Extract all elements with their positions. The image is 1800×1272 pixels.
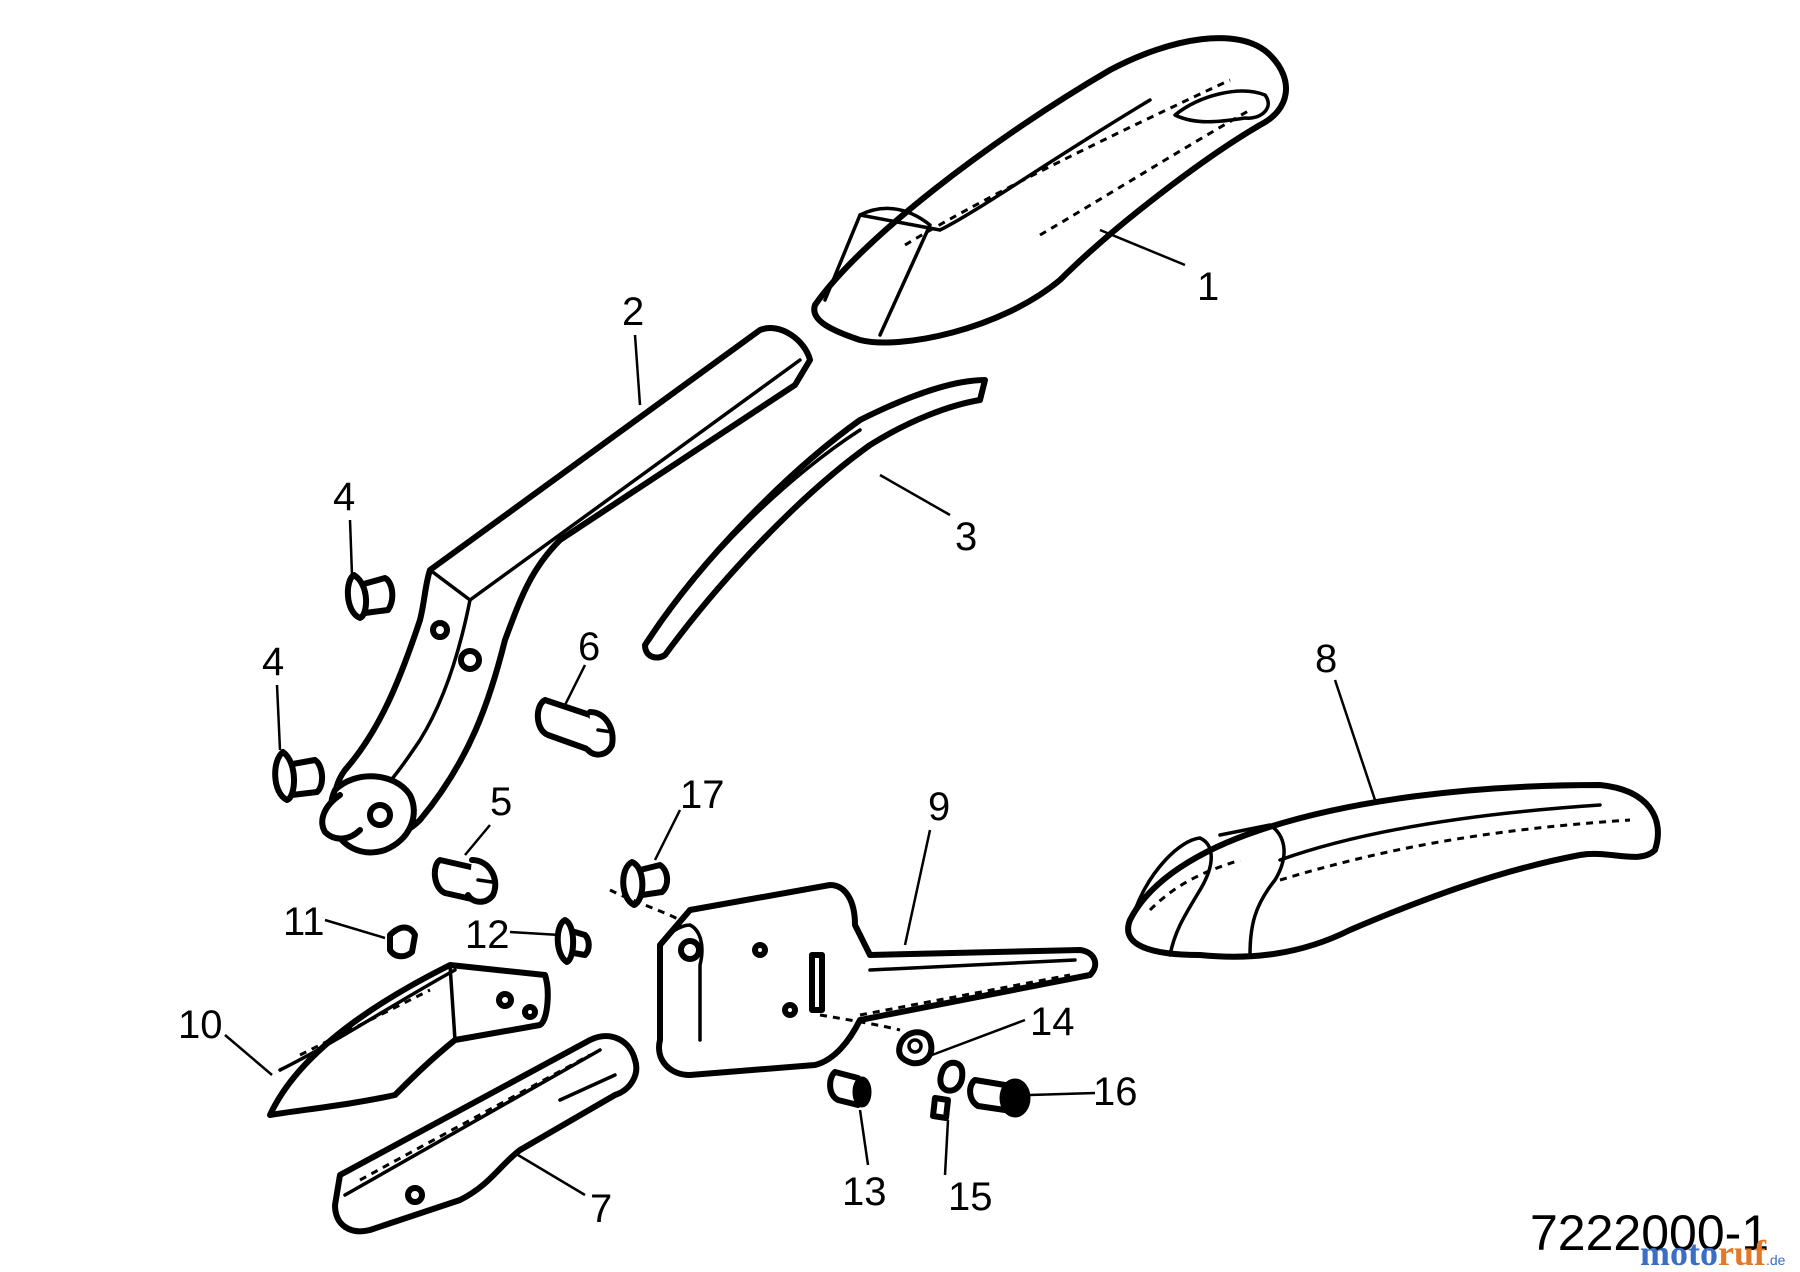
label-part-14: 14: [1030, 1000, 1075, 1044]
diagram-number: 7222000-1: [1530, 1205, 1769, 1261]
label-part-13: 13: [842, 1170, 887, 1214]
label-part-15: 15: [948, 1175, 993, 1219]
label-part-16: 16: [1093, 1070, 1138, 1114]
label-part-12: 12: [465, 913, 510, 957]
label-part-17: 17: [680, 773, 725, 817]
label-part-5: 5: [490, 780, 512, 824]
part-13-bolt: [827, 1069, 872, 1108]
part-10-blade: [267, 962, 551, 1118]
watermark-part1: moto: [1640, 1233, 1718, 1272]
label-part-7: 7: [590, 1187, 612, 1231]
part-6-pin: [534, 697, 616, 758]
label-part-8: 8: [1315, 637, 1337, 681]
part-1-upper-handle-grip: [811, 35, 1289, 346]
watermark-suffix: .de: [1766, 1252, 1786, 1268]
label-part-2: 2: [622, 290, 644, 334]
part-4-bolt-lower: [272, 749, 325, 803]
part-17-nut: [620, 859, 670, 908]
label-part-1: 1: [1197, 265, 1219, 309]
label-part-4-upper: 4: [333, 475, 355, 519]
part-9-lower-jaw-body: [609, 882, 1099, 1078]
part-8-lower-handle-grip: [1125, 782, 1661, 960]
part-12-screw: [554, 917, 592, 965]
label-part-9: 9: [928, 785, 950, 829]
svg-text:motoruf.de: motoruf.de: [1640, 1233, 1786, 1272]
part-2-upper-handle-arm: [319, 325, 813, 856]
part-14-washer: [896, 1029, 935, 1067]
watermark-part2: ruf: [1718, 1233, 1767, 1272]
part-11-bushing: [387, 924, 418, 960]
label-part-6: 6: [578, 625, 600, 669]
leader-lines: [224, 228, 1377, 1197]
watermark-logo: motoruf.de: [1640, 1233, 1786, 1272]
part-5-pin: [431, 857, 499, 905]
part-4-bolt-upper: [344, 572, 396, 621]
part-labels: 1 2 3 4 4 5 6 7 8 9 10 11 12 13 14 15 16…: [178, 265, 1337, 1231]
part-15-washer: [930, 1059, 966, 1121]
label-part-11: 11: [283, 900, 325, 944]
part-3-spring-strip: [642, 377, 988, 661]
part-16-carriage-bolt: [967, 1077, 1031, 1118]
label-part-3: 3: [955, 515, 977, 559]
label-part-4-lower: 4: [262, 640, 284, 684]
label-part-10: 10: [178, 1003, 223, 1047]
part-7-lower-handle-arm: [332, 1033, 640, 1235]
